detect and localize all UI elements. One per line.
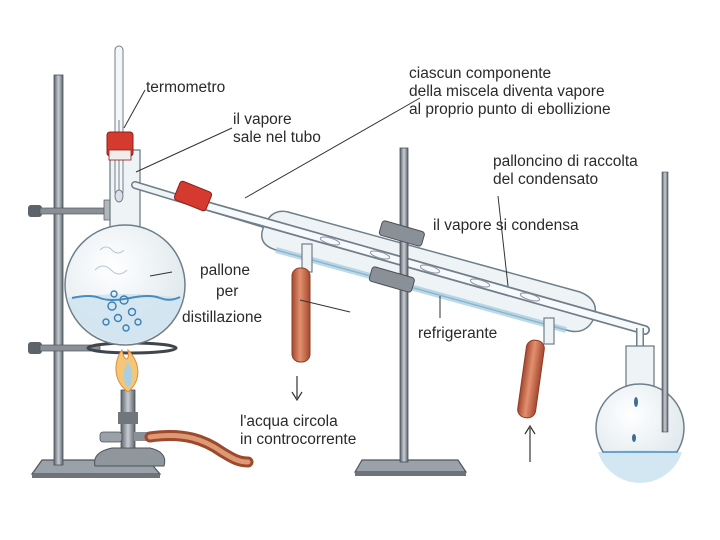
label-thermometer: termometro [146, 79, 225, 96]
bunsen-burner-icon [94, 348, 254, 468]
distillation-flask [64, 149, 304, 346]
label-condenses: il vapore si condensa [433, 217, 579, 234]
label-condenser: refrigerante [418, 325, 497, 342]
condenser-refrigerante [173, 180, 650, 350]
label-water-1: l'acqua circola [240, 413, 338, 430]
label-component-2: della miscela diventa vapore [409, 83, 605, 100]
label-flask-3: distillazione [182, 309, 262, 326]
ring-clamp [28, 341, 178, 355]
water-outlet-tube [291, 267, 311, 363]
label-component-1: ciascun componente [409, 65, 551, 82]
collection-flask [595, 171, 685, 483]
label-component-3: al proprio punto di ebollizione [409, 101, 611, 118]
label-flask-2: per [216, 283, 238, 300]
flame-icon [115, 348, 139, 393]
down-arrow-icon [291, 376, 303, 402]
label-vapor-rises-1: il vapore [233, 111, 292, 128]
water-inlet-tube [517, 339, 545, 419]
label-vapor-rises-2: sale nel tubo [233, 129, 321, 146]
label-water-2: in controcorrente [240, 431, 356, 448]
label-flask-1: pallone [200, 262, 250, 279]
middle-retort-stand [353, 147, 468, 476]
up-arrow-icon [524, 424, 536, 462]
thermometer-icon [106, 45, 134, 203]
leader-lines [123, 89, 509, 318]
label-collection-2: del condensato [493, 171, 598, 188]
label-collection-1: palloncino di raccolta [493, 153, 638, 170]
